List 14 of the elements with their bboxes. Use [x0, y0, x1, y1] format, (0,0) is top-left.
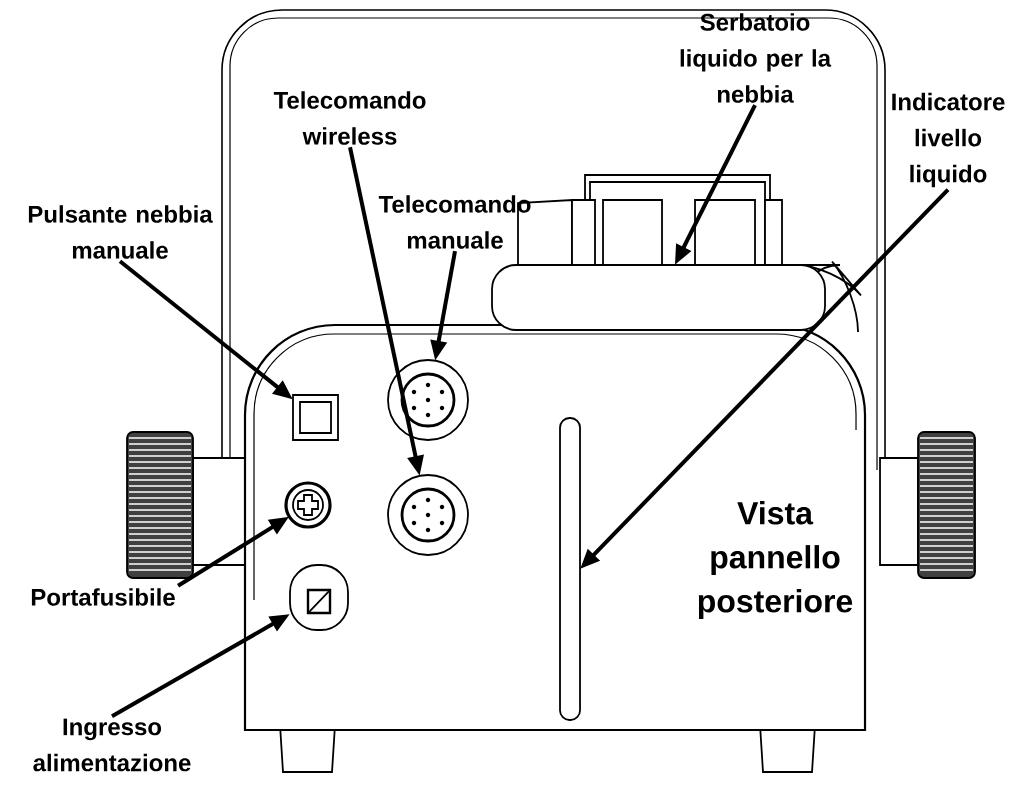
- callout-label: Ingresso alimentazione: [33, 718, 191, 772]
- connector-socket: [387, 359, 469, 441]
- level-window: [559, 417, 581, 721]
- callout-label: Portafusibile: [31, 588, 175, 606]
- callout-label: Pulsante nebbia manuale: [28, 205, 213, 259]
- fog-button: [292, 394, 339, 441]
- callout-label: Serbatoio liquido per la nebbia: [680, 13, 832, 103]
- callout-label: Telecomando manuale: [378, 195, 531, 249]
- power-inlet: [289, 564, 349, 631]
- fuse-holder: [284, 481, 332, 529]
- panel-title: Vista pannello posteriore: [698, 501, 853, 619]
- connector-socket: [387, 474, 469, 556]
- callout-label: Indicatore livello liquido: [892, 92, 1005, 188]
- callout-label: Telecomando wireless: [273, 91, 426, 145]
